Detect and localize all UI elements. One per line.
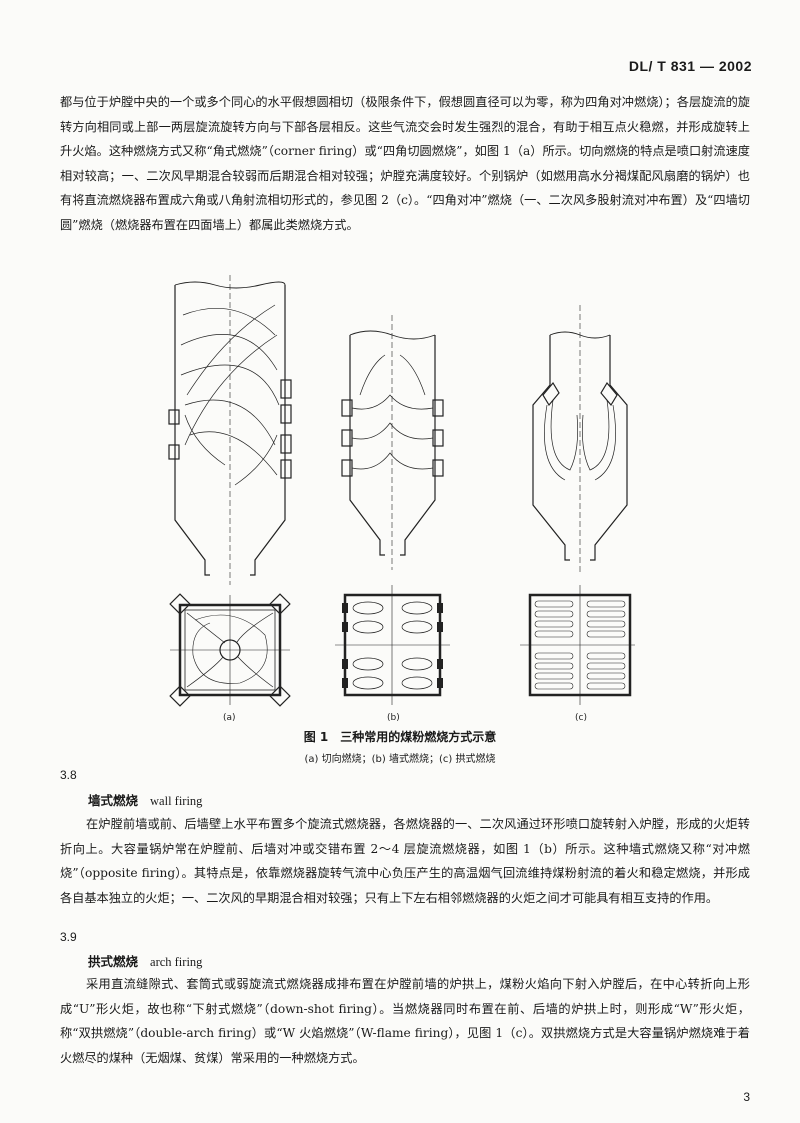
panel-c-furnace-plan bbox=[520, 585, 635, 705]
panel-label-c: (c) bbox=[575, 713, 587, 723]
intro-paragraph: 都与位于炉膛中央的一个或多个同心的水平假想圆相切（极限条件下，假想圆直径可以为零… bbox=[60, 95, 750, 232]
section-number-3-9: 3.9 bbox=[60, 930, 77, 944]
page-number: 3 bbox=[743, 1090, 750, 1104]
section-number-3-8: 3.8 bbox=[60, 768, 77, 782]
panel-b-furnace-elevation bbox=[341, 315, 444, 570]
term-cn: 拱式燃烧 bbox=[88, 954, 139, 969]
panel-a-furnace-plan bbox=[169, 593, 291, 707]
panel-b-furnace-plan bbox=[335, 585, 450, 705]
term-heading-3-8: 墙式燃烧 wall firing bbox=[88, 790, 202, 809]
section-3-8-body: 在炉膛前墙或前、后墙壁上水平布置多个旋流式燃烧器，各燃烧器的一、二次风通过环形喷… bbox=[60, 817, 750, 905]
panel-label-a: (a) bbox=[223, 713, 236, 723]
figure-caption-subtitle: (a) 切向燃烧；(b) 墙式燃烧；(c) 拱式燃烧 bbox=[304, 754, 496, 765]
standard-code: DL/ T 831 — 2002 bbox=[628, 58, 752, 74]
term-en: wall firing bbox=[150, 794, 203, 808]
term-cn: 墙式燃烧 bbox=[88, 793, 139, 808]
term-heading-3-9: 拱式燃烧 arch firing bbox=[88, 951, 202, 970]
figure-caption-title: 图 1 三种常用的煤粉燃烧方式示意 bbox=[303, 730, 497, 744]
panel-a-furnace-elevation bbox=[168, 275, 292, 585]
panel-label-b: (b) bbox=[387, 713, 400, 723]
term-en: arch firing bbox=[150, 955, 203, 969]
figure-1-schematic: (a) (b) (c) bbox=[168, 275, 635, 723]
panel-c-furnace-elevation bbox=[532, 305, 628, 575]
section-3-9-body: 采用直流缝隙式、套筒式或弱旋流式燃烧器成排布置在炉膛前墙的炉拱上，煤粉火焰向下射… bbox=[60, 977, 750, 1065]
